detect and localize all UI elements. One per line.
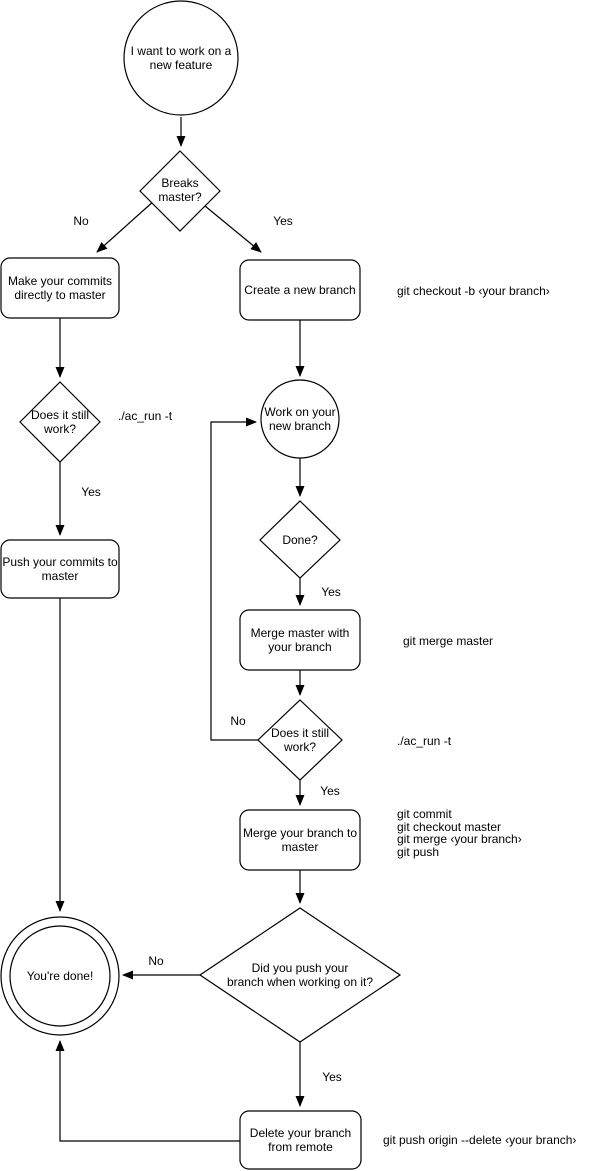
node-work-branch-circle [261,380,339,458]
annotation-delete-branch-cmd: git push origin --delete ‹your branch› [383,1133,577,1147]
done-label: Done? [282,532,318,547]
merge-master-label: Merge master with your branch [250,625,350,654]
does-work-1-label: Does it still work? [30,407,89,436]
node-merge-branch-box [240,810,360,870]
node-breaks-master-diamond [140,151,220,231]
edge-delete-branch-to-youre-done [55,1040,240,1141]
delete-branch-label: Delete your branch from remote [249,1125,352,1154]
node-youre-done-inner-circle [10,926,110,1026]
node-start-circle [124,1,238,115]
edge-label-push-no: No [148,954,164,968]
work-branch-label: Work on your new branch [264,404,336,433]
annotation-cmd-line: git commit [397,807,452,821]
youre-done-label: You're done! [26,968,94,983]
annotation-test-cmd-1: ./ac_run -t [118,409,173,423]
node-push-commits-box [1,540,119,598]
create-branch-label: Create a new branch [244,282,356,297]
annotation-test-cmd-2: ./ac_run -t [397,734,452,748]
annotation-create-branch-cmd: git checkout -b ‹your branch› [397,284,550,298]
edge-label-breaks-no: No [73,214,89,228]
breaks-master-label: Breaks master? [158,175,202,204]
push-commits-label: Push your commits to master [2,554,118,583]
node-create-branch-box [240,260,360,320]
edge-label-works2-no: No [230,714,246,728]
did-you-push-label: Did you push your branch when working on… [226,960,374,989]
does-work-2-label: Does it still work? [270,725,329,754]
edge-label-push-yes: Yes [322,1070,342,1084]
make-commits-label: Make your commits directly to master [7,273,113,302]
annotation-cmd-line: git push [397,844,440,859]
edge-breaks-yes-to-create-branch [205,206,262,253]
node-merge-master-box [240,610,360,670]
annotation-cmd-line: git merge ‹your branch› [397,832,522,846]
annotation-cmd-line: git checkout master [397,819,502,834]
edge-does-work-2-no-loop-to-work-branch [211,417,258,740]
start-label: I want to work on a new feature [130,43,232,72]
node-make-commits-box [1,258,119,318]
node-done-diamond [260,501,340,578]
node-does-work-1-diamond [20,382,100,462]
edge-breaks-no-to-make-commits [96,200,155,253]
edge-label-breaks-yes: Yes [273,214,293,228]
merge-branch-label: Merge your branch to master [242,825,358,854]
edge-label-works2-yes: Yes [320,784,340,798]
annotation-merge-branch-cmds: git commit git checkout master git merge… [397,808,522,858]
annotation-merge-master-cmd: git merge master [403,634,494,648]
node-did-you-push-diamond [200,908,400,1042]
edge-label-done-yes: Yes [321,585,341,599]
node-delete-branch-box [240,1111,361,1169]
edge-label-works1-yes: Yes [81,485,101,499]
node-does-work-2-diamond [258,700,342,780]
